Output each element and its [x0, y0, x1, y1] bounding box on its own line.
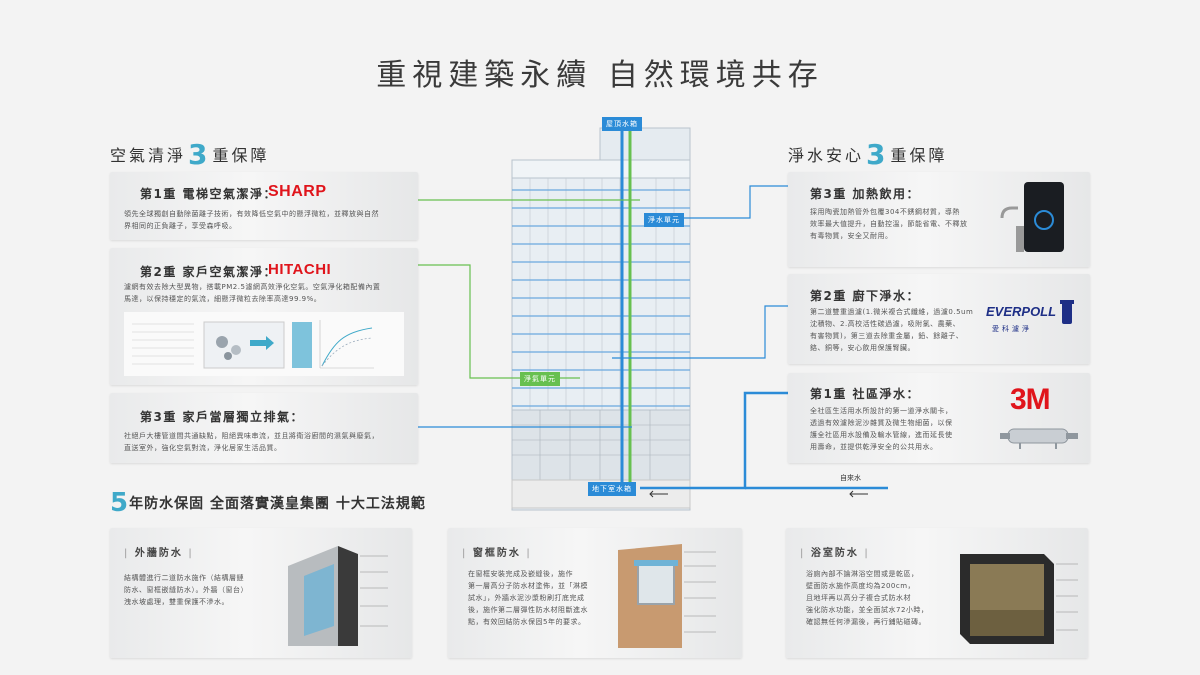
water-card-1-title: 第1重 社區淨水： [810, 387, 921, 401]
wp-card-2-title-text: 窗框防水 [472, 548, 521, 559]
air-card-elevator: 第1重 電梯空氣潔淨： SHARP 領先全球獨創自動除菌離子技術，有效降低空氣中… [110, 172, 418, 240]
air-card-3-desc-2: 直送室外，強化空氣對流，淨化居家生活品質。 [124, 444, 282, 452]
flow-arrows [649, 490, 868, 498]
waterproof-section-heading: 5年防水保固 全面落實漢皇集團 十大工法規範 [110, 488, 426, 518]
3m-logo: 3M [1010, 383, 1051, 416]
floor-lines [512, 189, 690, 407]
sharp-logo: SHARP [268, 183, 327, 200]
tap-water-label: 自來水 [840, 474, 861, 482]
wp-card-1-title: | 外牆防水 | [124, 548, 194, 559]
water-card-2-desc-1: 第二道雙重過濾(1.微米複合式纖維，過濾0.5um [810, 308, 974, 316]
wp-card-2-desc-1: 在窗框安裝完成及嵌縫後，施作 [468, 570, 573, 578]
air-filter-unit-label: 淨氣單元 [520, 372, 560, 386]
podium-lines [512, 410, 690, 480]
air-card-3-desc-1: 社絕戶大樓管道間共通缺點，阻絕異味串流，並且將衛浴廚間的濕氣與廢氣， [124, 432, 379, 440]
water-heading-pre: 淨水安心 [788, 146, 865, 165]
water-card-1-desc-3: 護全社區用水設備及輸水管線，進而延長使 [810, 431, 953, 439]
building-top-block [599, 127, 691, 161]
water-card-3-desc-1: 採用陶瓷加熱管外包覆304不銹鋼材質，導熱 [810, 208, 960, 216]
wp-card-1-desc-1: 結構體進行二道防水施作（結構層鏈 [124, 574, 244, 582]
wp-card-3-desc-2: 壁面防水施作高度均為200cm， [806, 582, 916, 590]
exterior-wall-diagram [288, 546, 388, 646]
water-card-3-desc-3: 有毒物質，安全又耐用。 [810, 232, 893, 240]
water-card-1-desc-1: 全社區生活用水所設計的第一道淨水關卡， [810, 407, 953, 415]
water-dispenser-image [1000, 182, 1064, 252]
building-roof [511, 159, 691, 179]
air-card-exhaust: 第3重 家戶當層獨立排氣： 社絕戶大樓管道間共通缺點，阻絕異味串流，並且將衛浴廚… [110, 393, 418, 463]
water-card-3-desc-2: 效率最大值提升，自動控溫，節能省電、不釋放 [810, 220, 968, 228]
wp-card-1-title-text: 外牆防水 [134, 548, 183, 559]
air-heading-pre: 空氣清淨 [110, 146, 187, 165]
wp-card-1-desc-2: 防水、窗框嵌縫防水）。外牆（窗台） [124, 586, 248, 594]
water-card-heating: 第3重 加熱飲用： 採用陶瓷加熱管外包覆304不銹鋼材質，導熱 效率最大值提升，… [788, 172, 1090, 267]
water-heading-post: 重保障 [890, 146, 948, 165]
water-card-undersink: 第2重 廚下淨水： 第二道雙重過濾(1.微米複合式纖維，過濾0.5um 沈積物、… [788, 274, 1090, 364]
water-filter-unit-label: 淨水單元 [644, 213, 684, 227]
building-columns [529, 178, 675, 410]
air-card-1-title: 第1重 電梯空氣潔淨： [140, 187, 278, 201]
everpoll-subtitle: 愛科濾淨 [992, 325, 1032, 333]
water-card-1-desc-2: 透過有效濾除泥沙雜質及微生物細菌，以保 [810, 419, 953, 427]
wp-card-exterior-wall: | 外牆防水 | 結構體進行二道防水施作（結構層鏈 防水、窗框嵌縫防水）。外牆（… [110, 528, 412, 658]
filter-icon [1060, 300, 1074, 324]
wp-card-3-title: | 浴室防水 | [800, 548, 870, 559]
building-podium [511, 409, 691, 481]
wp-card-3-title-text: 浴室防水 [810, 548, 859, 559]
water-card-1-desc-4: 用壽命，並提供乾淨安全的公共用水。 [810, 443, 938, 451]
waterproof-heading-text: 年防水保固 全面落實漢皇集團 十大工法規範 [129, 496, 426, 512]
page-title: 重視建築永續 自然環境共存 [376, 58, 824, 93]
air-card-1-desc-2: 界相同的正負離子，享受森呼吸。 [124, 222, 237, 230]
water-card-2-desc-4: 鉻、銅等，安心飲用保護腎臟。 [810, 344, 915, 352]
water-line-3 [660, 185, 788, 219]
water-card-2-desc-3: 有害物質)，第三道去除重金屬，鉛、餘離子、 [810, 332, 964, 340]
bathroom-diagram [960, 554, 1078, 644]
roof-tank-label: 屋頂水箱 [602, 117, 642, 131]
wp-card-3-desc-4: 強化防水功能，並全面試水72小時， [806, 606, 929, 614]
wp-card-2-desc-5: 點，有效回結防水保固5年的要求。 [468, 618, 586, 626]
water-card-3-title: 第3重 加熱飲用： [810, 187, 921, 201]
wp-card-3-desc-3: 且地坪再以高分子複合式防水材 [806, 594, 911, 602]
air-card-2-desc-1: 濾網有效去除大型異物，搭載PM2.5濾網高效淨化空氣。空氣淨化箱配備內置 [124, 283, 381, 291]
air-purifier-diagram [124, 312, 404, 376]
window-frame-diagram [618, 544, 716, 648]
wp-card-2-desc-3: 試水」，外牆水泥沙漿粉刷打底完成 [468, 594, 585, 602]
wp-card-1-desc-3: 洩水坡處理，雙重保護不滲水。 [124, 598, 229, 606]
wp-card-window-frame: | 窗框防水 | 在窗框安裝完成及嵌縫後，施作 第一層高分子防水材塗佈，並「淋模… [448, 528, 742, 658]
air-heading-num: 3 [188, 138, 211, 171]
waterproof-heading-num: 5 [110, 488, 130, 518]
water-heading-num: 3 [866, 138, 889, 171]
water-card-2-desc-2: 沈積物、2.高校活性碳過濾，吸附氯、農藥、 [810, 320, 961, 328]
water-filter-housing-image [1000, 428, 1078, 449]
wp-card-3-desc-5: 確認無任何滲漏後，再行鋪貼磁磚。 [806, 618, 926, 626]
air-card-2-title: 第2重 家戶空氣潔淨： [140, 265, 278, 279]
wp-card-2-desc-4: 後，施作第二層彈性防水材阻斷進水 [468, 606, 588, 614]
wp-card-3-desc-1: 浴廁內部不論淋浴空間或是乾區， [806, 570, 919, 578]
air-heading-post: 重保障 [212, 146, 270, 165]
everpoll-logo: EVERPOLL [986, 304, 1057, 319]
water-card-community: 第1重 社區淨水： 全社區生活用水所設計的第一道淨水關卡， 透過有效濾除泥沙雜質… [788, 373, 1090, 463]
water-line-2 [612, 305, 788, 359]
air-card-1-desc-1: 領先全球獨創自動除菌離子技術，有效降低空氣中的懸浮微粒，並釋放與自然 [124, 210, 379, 218]
air-card-3-title: 第3重 家戶當層獨立排氣： [140, 410, 305, 424]
water-card-2-title: 第2重 廚下淨水： [810, 289, 921, 303]
wp-card-2-desc-2: 第一層高分子防水材塗佈，並「淋模 [468, 582, 588, 590]
hitachi-logo: HITACHI [268, 261, 332, 278]
air-card-household: 第2重 家戶空氣潔淨： HITACHI 濾網有效去除大型異物，搭載PM2.5濾網… [110, 248, 418, 385]
wp-card-2-title: | 窗框防水 | [462, 548, 532, 559]
water-line-1 [640, 391, 788, 490]
air-card-2-desc-2: 馬達，以保持穩定的氣流，細懸浮微粒去除率高達99.9%。 [124, 295, 322, 303]
wp-card-bathroom: | 浴室防水 | 浴廁內部不論淋浴空間或是乾區， 壁面防水施作高度均為200cm… [786, 528, 1088, 658]
basement-tank-label: 地下室水箱 [588, 482, 636, 496]
